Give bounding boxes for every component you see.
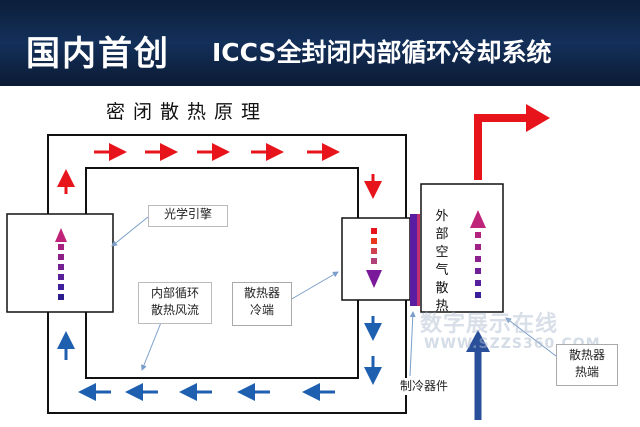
label-outside-air-char: 部	[435, 227, 449, 242]
label-heatsink-cold-line1: 散热器	[243, 286, 280, 300]
top-airflow-arrows	[57, 143, 382, 199]
banner-subtitle: ICCS全封闭内部循环冷却系统	[212, 38, 552, 67]
exhaust-arrow-head	[526, 104, 550, 132]
banner-title: 国内首创	[26, 34, 170, 74]
label-heatsink-cold-line2: 冷端	[249, 303, 274, 317]
label-outside-air-char: 散	[435, 281, 449, 296]
label-heatsink-hot-line2: 热端	[574, 365, 599, 379]
label-optical-engine: 光学引擎	[148, 205, 228, 227]
label-outside-air-char: 气	[435, 263, 449, 278]
label-cooler: 制冷器件	[400, 378, 449, 395]
label-outside-air-char: 空	[435, 245, 449, 260]
engine-heat-dots	[55, 228, 67, 300]
label-heatsink-cold: 散热器 冷端	[232, 282, 292, 326]
label-internal-airflow-line1: 内部循环	[150, 286, 199, 300]
header-banner: 国内首创 ICCS全封闭内部循环冷却系统	[0, 0, 640, 86]
label-outside-air-char: 外	[435, 209, 449, 224]
label-pointers	[111, 216, 557, 377]
cold-end-dots	[366, 228, 382, 288]
bottom-airflow-arrows	[57, 316, 382, 401]
watermark-url: WWW.SZZS360.COM	[424, 336, 601, 352]
watermark-text: 数字展示在线	[420, 312, 559, 337]
label-internal-airflow: 内部循环 散热风流	[138, 282, 212, 324]
heatsink-hot-block	[420, 183, 504, 313]
label-heatsink-hot: 散热器 热端	[556, 344, 618, 386]
label-outside-air-char: 热	[435, 299, 449, 314]
intake-arrow-head	[466, 330, 490, 352]
label-outside-air: 外 部 空 气 散 热	[434, 208, 450, 316]
enclosure-inner-wall	[85, 167, 359, 379]
label-internal-airflow-line2: 散热风流	[150, 303, 199, 317]
exhaust-arrow	[474, 114, 528, 180]
label-heatsink-hot-line1: 散热器	[568, 348, 605, 362]
cooler-strip	[410, 214, 417, 306]
outside-air-dots	[470, 210, 486, 298]
diagram-title: 密闭散热原理	[106, 101, 269, 123]
cooler-strip-edge	[417, 214, 420, 306]
